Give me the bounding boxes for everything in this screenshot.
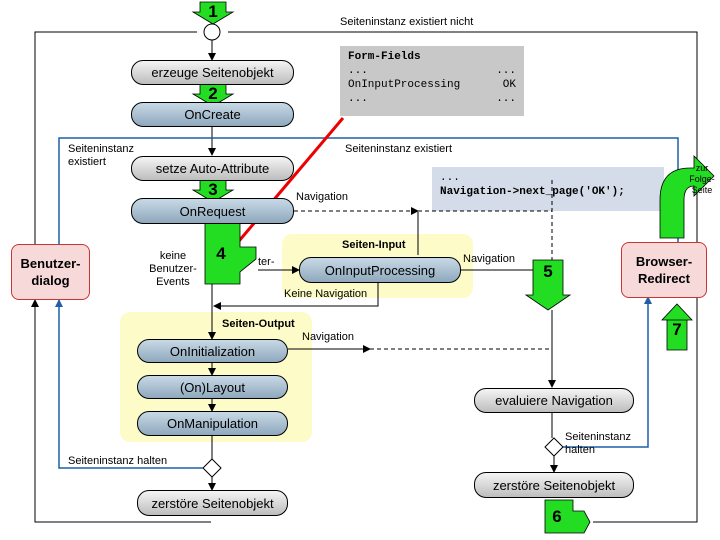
label-navigation-2: Navigation	[463, 253, 515, 265]
form-fields-row: ......	[348, 65, 516, 77]
green-arrow-4	[204, 218, 257, 285]
green-arrow-1	[191, 1, 235, 25]
oninputprocessing-node: OnInputProcessing	[299, 257, 461, 283]
step-badge-3: 3	[208, 180, 218, 199]
green-arrow-6	[544, 499, 591, 534]
form-fields-row: ......	[348, 93, 516, 105]
label-keine-navigation: Keine Navigation	[284, 288, 368, 300]
onlayout-node: (On)Layout	[137, 375, 288, 399]
decision-diamond-right	[544, 437, 564, 457]
label-seiteninstanz-halten-left: Seiteninstanz halten	[68, 455, 168, 467]
step-badge-2: 2	[208, 84, 218, 103]
existiert-flow-left	[58, 137, 212, 244]
green-arrow-7	[661, 303, 693, 351]
oncreate-node: OnCreate	[131, 102, 294, 127]
erzeuge-seitenobjekt-node: erzeuge Seitenobjekt	[131, 60, 294, 85]
seiten-input-title: Seiten-Input	[342, 239, 406, 251]
code-line: Navigation->next_page('OK');	[440, 186, 625, 198]
step-badge-4: 4	[216, 244, 226, 263]
label-seiteninstanz-halten-right: Seiteninstanz halten	[565, 431, 632, 456]
green-arrow-5	[524, 259, 572, 311]
start-circle	[203, 23, 221, 41]
zerstoere-seitenobjekt-right-node: zerstöre Seitenobjekt	[474, 472, 634, 498]
step-badge-1: 1	[208, 2, 218, 21]
step-badge-5: 5	[543, 262, 553, 281]
onrequest-node: OnRequest	[131, 198, 294, 224]
evaluiere-navigation-node: evaluiere Navigation	[474, 388, 634, 413]
zerstoere-seitenobjekt-left-node: zerstöre Seitenobjekt	[137, 490, 288, 516]
navigation-code-note: ... Navigation->next_page('OK');	[432, 167, 664, 211]
oninitialization-node: OnInitialization	[137, 339, 288, 363]
onmanipulation-node: OnManipulation	[137, 411, 288, 436]
label-seiteninstanz-nicht: Seiteninstanz existiert nicht	[340, 16, 474, 28]
form-fields-title: Form-Fields	[348, 51, 421, 63]
label-benutzer-events-partial: ter-	[258, 256, 275, 268]
green-arrow-folgeseite	[659, 155, 715, 239]
decision-diamond-left	[202, 458, 222, 478]
label-zur-folgeseite: zur Folge- Seite	[689, 163, 715, 195]
seiten-output-title: Seiten-Output	[222, 318, 295, 330]
green-arrow-3	[191, 179, 235, 203]
keine-navigation-flow	[213, 283, 379, 310]
benutzerdialog-node: Benutzer- dialog	[11, 244, 90, 300]
step-badge-7: 7	[672, 320, 682, 339]
label-seiteninstanz-existiert-left: Seiteninstanz existiert	[68, 143, 135, 168]
label-navigation-1: Navigation	[296, 191, 348, 203]
step-badge-6: 6	[552, 507, 562, 526]
code-line: ...	[440, 172, 460, 184]
label-keine-benutzer-events: keine Benutzer- Events	[149, 250, 197, 288]
label-navigation-3: Navigation	[302, 331, 354, 343]
label-seiteninstanz-existiert-mid: Seiteninstanz existiert	[345, 143, 452, 155]
red-pointer-arrow	[226, 117, 345, 256]
green-arrow-2	[191, 83, 235, 107]
halten-flow-right	[563, 296, 652, 448]
halten-flow-left	[55, 299, 203, 469]
browser-redirect-node: Browser- Redirect	[621, 242, 707, 298]
setze-auto-attribute-node: setze Auto-Attribute	[131, 156, 294, 181]
